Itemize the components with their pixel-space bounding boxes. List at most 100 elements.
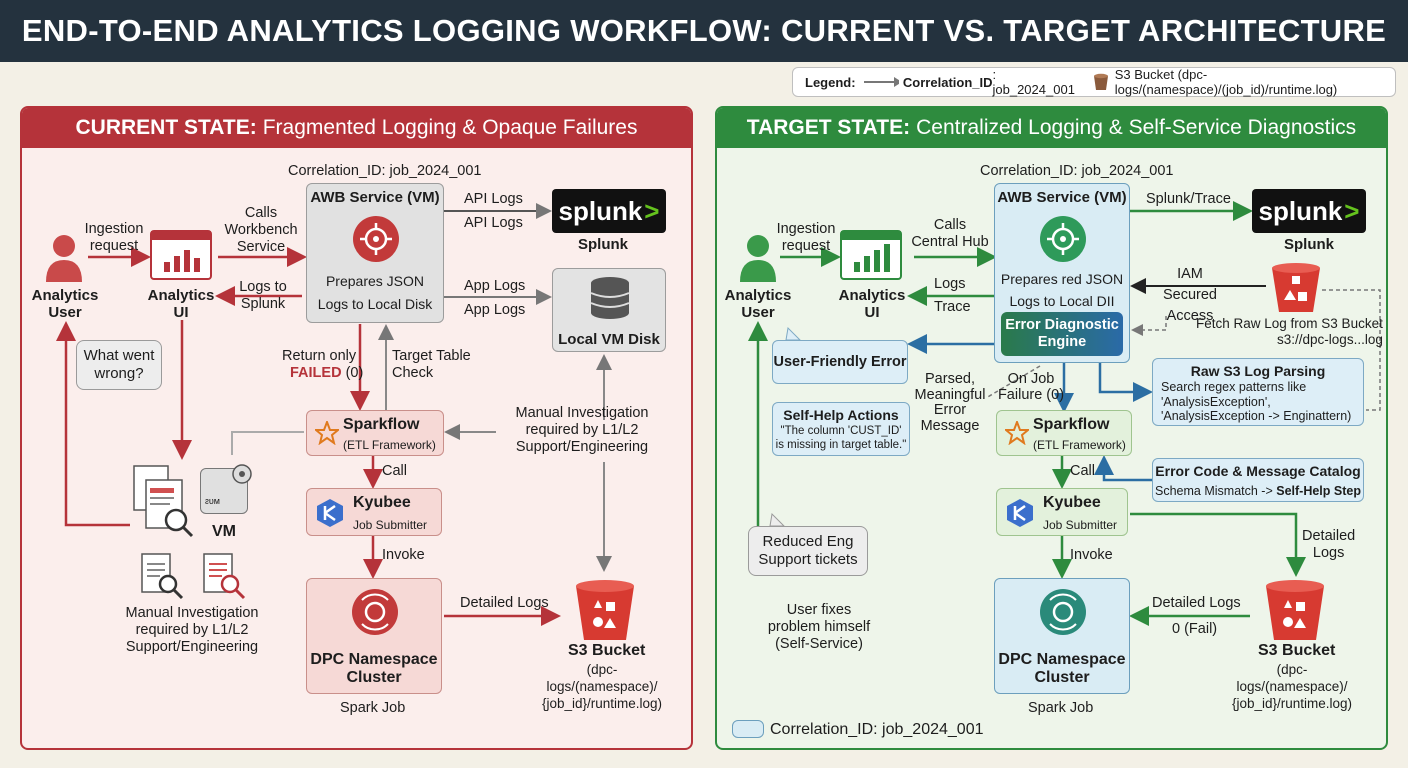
current-kyubee-title: Kyubee xyxy=(353,494,411,511)
current-call-label: Call xyxy=(382,463,407,479)
current-sparkflow-star-icon xyxy=(315,421,339,445)
target-footer-correlation: Correlation_ID: job_2024_001 xyxy=(770,721,984,738)
current-s3-title: S3 Bucket xyxy=(568,642,646,659)
current-splunk-label: Splunk xyxy=(578,236,629,253)
current-header: CURRENT STATE: Fragmented Logging & Opaq… xyxy=(22,108,691,148)
target-reduced-bubble: Reduced Eng Support tickets xyxy=(748,526,868,576)
target-footer-swatch xyxy=(732,720,764,738)
target-iam-label: IAM Secured Access xyxy=(1162,266,1217,324)
target-parsed-label: Parsed, Meaningful Error Message xyxy=(914,371,986,434)
current-vm-box: ᴤᴜᴍ xyxy=(200,464,252,514)
current-correlation-label: Correlation_ID: job_2024_001 xyxy=(288,163,482,179)
target-calls-label: Calls Central Hub xyxy=(911,217,989,250)
legend-corr-bold: Correlation_ID xyxy=(902,74,993,90)
target-sparkflow-sub: (ETL Framework) xyxy=(1033,438,1126,452)
current-failed-line: FAILED (0) xyxy=(290,365,363,382)
target-fail-label: 0 (Fail) xyxy=(1172,621,1218,637)
target-s3-sub: (dpc-logs/(namespace)/ {job_id}/runtime.… xyxy=(1231,662,1353,711)
current-s3-sub: (dpc-logs/(namespace)/ {job_id}/runtime.… xyxy=(541,662,663,711)
current-header-bold: CURRENT STATE: xyxy=(75,116,257,139)
target-cluster-icon xyxy=(1040,589,1086,635)
target-fetch-label: Fetch Raw Log from S3 Bucket s3://dpc-lo… xyxy=(1196,316,1383,347)
current-cluster-icon xyxy=(352,589,398,635)
target-bubble-tail-icon xyxy=(769,512,786,527)
current-awb-sub: Prepares JSON Logs to Local Disk xyxy=(317,273,433,312)
target-splunk-trace-label: Splunk/Trace xyxy=(1146,191,1231,207)
target-engine-label: Error Diagnostic Engine xyxy=(1005,317,1119,350)
target-error-engine-box: Error Diagnostic Engine xyxy=(1001,312,1123,356)
current-calls-label: Calls Workbench Service xyxy=(224,205,298,255)
legend-label: Legend: xyxy=(805,74,856,90)
target-user-label: Analytics User xyxy=(724,287,792,321)
current-sparkflow-title: Sparkflow xyxy=(343,416,420,433)
current-vm-icon-text: ᴤᴜᴍ xyxy=(205,496,220,506)
target-ui-label: Analytics UI xyxy=(838,287,906,321)
target-self-help-callout: Self-Help Actions "The column 'CUST_ID' … xyxy=(772,402,910,456)
target-user-fixes: User fixes problem himself (Self-Service… xyxy=(767,602,871,652)
current-dpc-box: DPC Namespace Cluster xyxy=(306,578,442,694)
current-kyubee-icon xyxy=(317,499,343,527)
target-catalog-sub: Schema Mismatch -> xyxy=(1155,484,1277,498)
target-user-icon xyxy=(740,235,776,282)
current-app-logs-1: App Logs xyxy=(464,278,526,294)
current-local-disk-box: Local VM Disk xyxy=(552,268,666,352)
target-on-job-label: On Job Failure (0) xyxy=(997,371,1065,403)
target-catalog-callout: Error Code & Message Catalog Schema Mism… xyxy=(1152,458,1364,502)
legend: Legend: Correlation_ID : job_2024_001 S3… xyxy=(792,67,1396,97)
current-api-logs-2: API Logs xyxy=(464,215,523,231)
current-logs-to-label: Logs to Splunk xyxy=(239,279,287,312)
target-chat-tail-icon xyxy=(785,326,802,341)
current-log-documents-icon xyxy=(133,465,194,538)
target-logs-label: Logs xyxy=(934,276,966,292)
target-awb-sub: Prepares red JSON Logs to Local DII xyxy=(1000,271,1124,309)
current-awb-service-box: AWB Service (VM) Prepares JSON Logs to L… xyxy=(306,183,444,323)
title-bar: END-TO-END ANALYTICS LOGGING WORKFLOW: C… xyxy=(0,0,1408,62)
current-ui-dashboard-icon xyxy=(150,230,212,280)
current-sparkflow-sub: (ETL Framework) xyxy=(343,438,436,452)
current-splunk-logo-text: splunk xyxy=(558,195,643,226)
current-target-check: Target Table Check xyxy=(392,348,471,381)
current-failed-text: FAILED xyxy=(290,365,342,381)
current-ui-label: Analytics UI xyxy=(147,287,215,321)
target-user-error-text: User-Friendly Error xyxy=(773,354,907,370)
current-user-icon xyxy=(46,235,82,282)
current-search-doc-icon-2 xyxy=(203,553,246,600)
target-sparkflow-title: Sparkflow xyxy=(1033,416,1110,433)
target-user-error-callout: User-Friendly Error xyxy=(772,340,908,384)
current-vm-gear-icon xyxy=(232,464,252,484)
current-api-logs-1: API Logs xyxy=(464,191,523,207)
target-raw-title: Raw S3 Log Parsing xyxy=(1190,363,1326,379)
target-selfhelp-title: Self-Help Actions xyxy=(783,407,899,423)
target-header: TARGET STATE: Centralized Logging & Self… xyxy=(717,108,1386,148)
current-failed-code: (0) xyxy=(341,365,364,381)
current-header-rest: Fragmented Logging & Opaque Failures xyxy=(262,116,638,139)
target-call-label: Call xyxy=(1070,463,1095,479)
target-kyubee-icon xyxy=(1007,499,1033,527)
current-manual-right: Manual Investigation required by L1/L2 S… xyxy=(515,405,649,455)
page-title: END-TO-END ANALYTICS LOGGING WORKFLOW: C… xyxy=(21,13,1387,48)
target-splunk-label: Splunk xyxy=(1284,236,1335,253)
target-sparkflow-star-icon xyxy=(1005,421,1029,445)
target-s3-bucket-icon xyxy=(1266,580,1324,640)
target-detailed-logs: Detailed Logs xyxy=(1152,595,1241,611)
target-s3-title: S3 Bucket xyxy=(1258,642,1336,659)
current-what-went-wrong-bubble: What went wrong? xyxy=(76,340,162,390)
target-selfhelp-sub: "The column 'CUST_ID' is missing in targ… xyxy=(775,425,907,451)
legend-bucket-text: S3 Bucket (dpc-logs/(namespace)/(job_id)… xyxy=(1114,67,1338,97)
current-invoke-label: Invoke xyxy=(382,547,425,563)
current-return-only: Return only xyxy=(282,348,357,364)
current-app-logs-2: App Logs xyxy=(464,302,526,318)
target-kyubee-title: Kyubee xyxy=(1043,494,1101,511)
current-splunk-logo: splunk> xyxy=(552,189,666,233)
target-gear-icon xyxy=(1040,216,1086,262)
target-splunk-logo: splunk> xyxy=(1252,189,1366,233)
target-catalog-title: Error Code & Message Catalog xyxy=(1155,463,1361,479)
current-disk-label: Local VM Disk xyxy=(558,331,660,348)
target-dpc-title: DPC Namespace Cluster xyxy=(998,651,1126,686)
current-kyubee-box: Kyubee Job Submitter xyxy=(306,488,442,536)
target-kyubee-sub: Job Submitter xyxy=(1043,518,1118,532)
target-awb-title: AWB Service (VM) xyxy=(997,189,1127,206)
target-raw-parsing-callout: Raw S3 Log Parsing Search regex patterns… xyxy=(1152,358,1364,426)
target-dpc-box: DPC Namespace Cluster xyxy=(994,578,1130,694)
target-detailed-logs-right: Detailed Logs xyxy=(1302,528,1356,561)
